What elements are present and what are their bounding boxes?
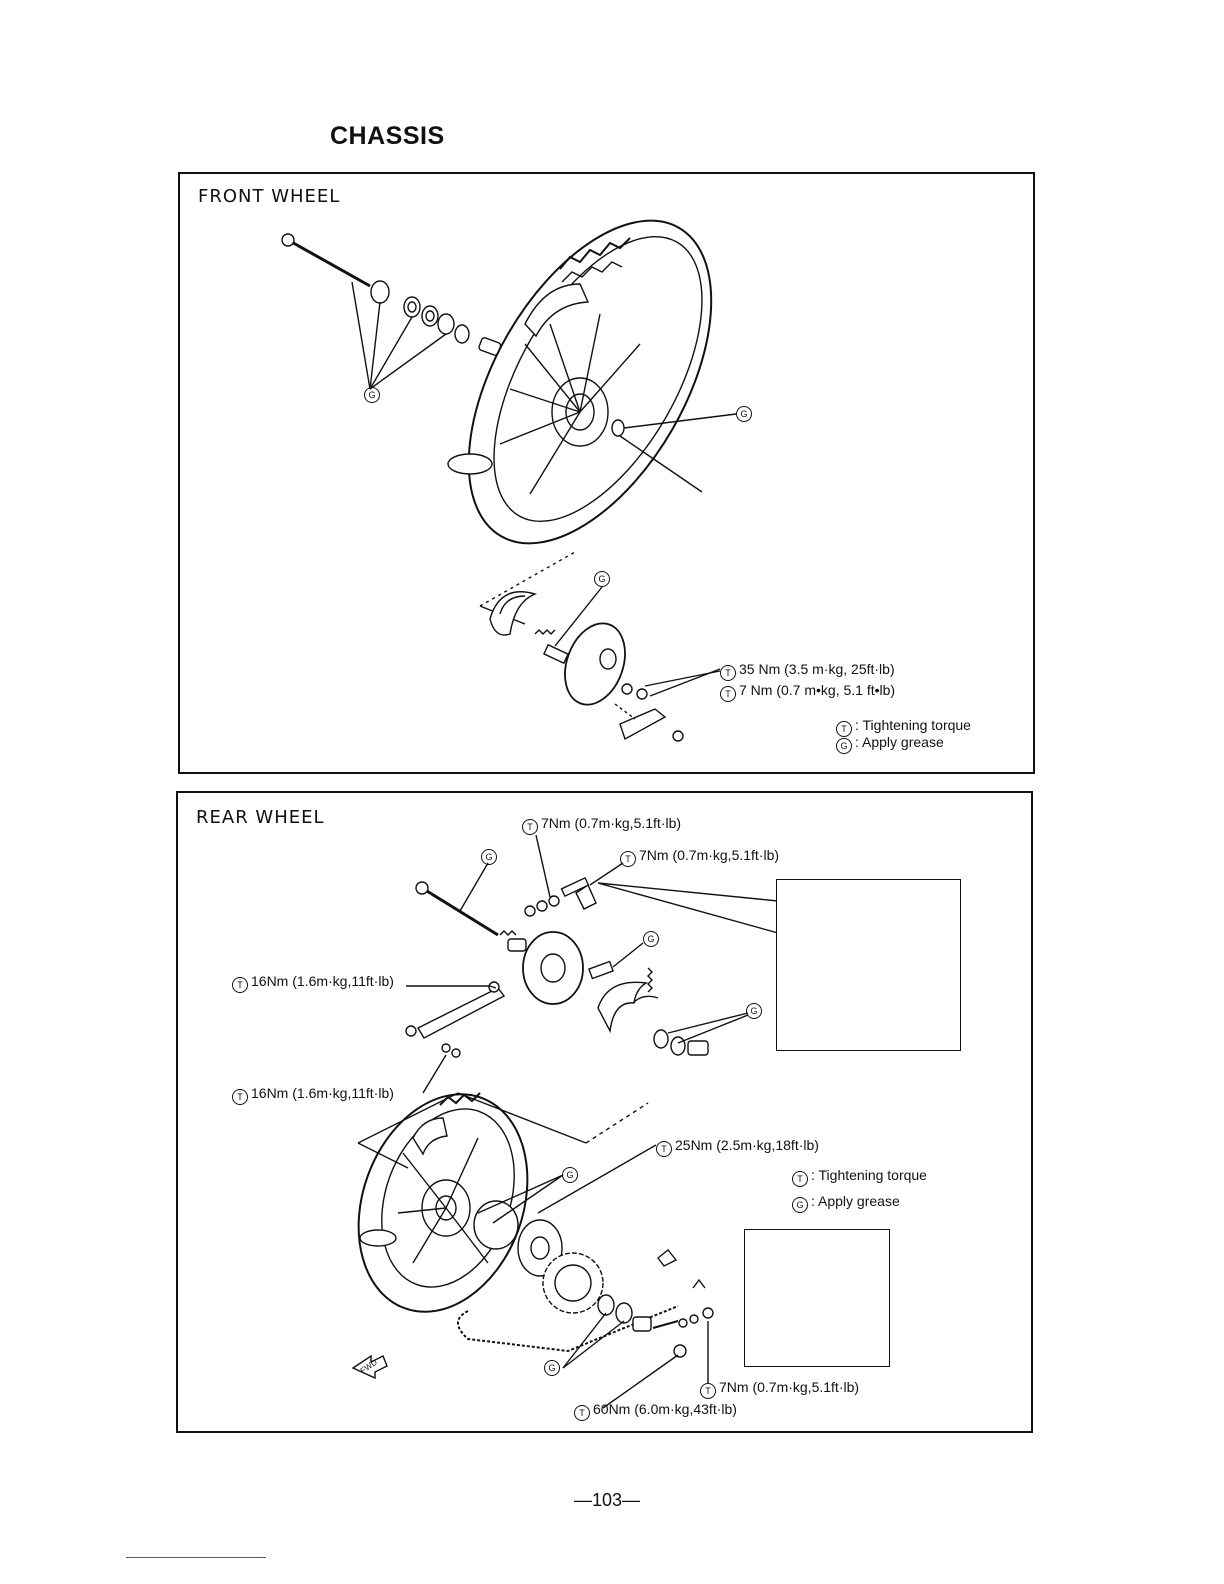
rear-legend-grease-text: : Apply grease [811,1193,900,1209]
front-legend-torque: T: Tightening torque [836,717,971,737]
rear-torque-value-bottom-1: 7Nm (0.7m·kg,5.1ft·lb) [719,1379,860,1395]
page-number: —103— [574,1490,641,1510]
torque-symbol: T [232,1089,248,1105]
grease-symbol-cam: G [643,931,659,947]
grease-symbol-cam: G [594,571,610,587]
front-legend-grease: G: Apply grease [836,734,944,754]
grease-symbol-hub: G [736,406,752,422]
rear-torque-value-bottom-2: 60Nm (6.0m·kg,43ft·lb) [593,1401,737,1417]
rear-wheel-title: REAR WHEEL [196,807,325,828]
torque-symbol: T [232,977,248,993]
footer-link-underline [126,1557,266,1558]
torque-symbol: T [574,1405,590,1421]
grease-symbol: G [836,738,852,754]
front-torque-value-1: 35 Nm (3.5 m·kg, 25ft·lb) [739,661,895,677]
rear-wheel-panel: REAR WHEEL [176,791,1033,1433]
rear-torque-value-right: 25Nm (2.5m·kg,18ft·lb) [675,1137,819,1153]
rear-legend-torque: T: Tightening torque [792,1167,927,1187]
grease-symbol-bearing: G [746,1003,762,1019]
grease-symbol-axle: G [481,849,497,865]
torque-symbol: T [700,1383,716,1399]
cam-detail-inset [776,879,961,1051]
torque-symbol: T [656,1141,672,1157]
front-legend-grease-text: : Apply grease [855,734,944,750]
rear-torque-value-left-1: 16Nm (1.6m·kg,11ft·lb) [251,973,394,989]
grease-symbol-hub: G [562,1167,578,1183]
grease-symbol: G [792,1197,808,1213]
chain-adjuster-detail-inset [744,1229,890,1367]
torque-symbol: T [720,686,736,702]
rear-legend-torque-text: : Tightening torque [811,1167,927,1183]
front-wheel-title: FRONT WHEEL [198,186,341,207]
torque-symbol: T [836,721,852,737]
rear-legend-grease: G: Apply grease [792,1193,900,1213]
section-title: CHASSIS [330,122,445,150]
rear-torque-value-left-2: 16Nm (1.6m·kg,11ft·lb) [251,1085,394,1101]
front-legend-torque-text: : Tightening torque [855,717,971,733]
torque-symbol: T [720,665,736,681]
front-wheel-panel: FRONT WHEEL [178,172,1035,774]
torque-symbol: T [522,819,538,835]
grease-symbol-axle: G [364,387,380,403]
torque-symbol: T [792,1171,808,1187]
rear-torque-value-top-1: 7Nm (0.7m·kg,5.1ft·lb) [541,815,682,831]
front-wheel-exploded-view [281,219,737,742]
front-torque-value-2: 7 Nm (0.7 m•kg, 5.1 ft•lb) [739,682,896,698]
grease-symbol-sprocket: G [544,1360,560,1376]
torque-symbol: T [620,851,636,867]
rear-torque-value-top-2: 7Nm (0.7m·kg,5.1ft·lb) [639,847,780,863]
